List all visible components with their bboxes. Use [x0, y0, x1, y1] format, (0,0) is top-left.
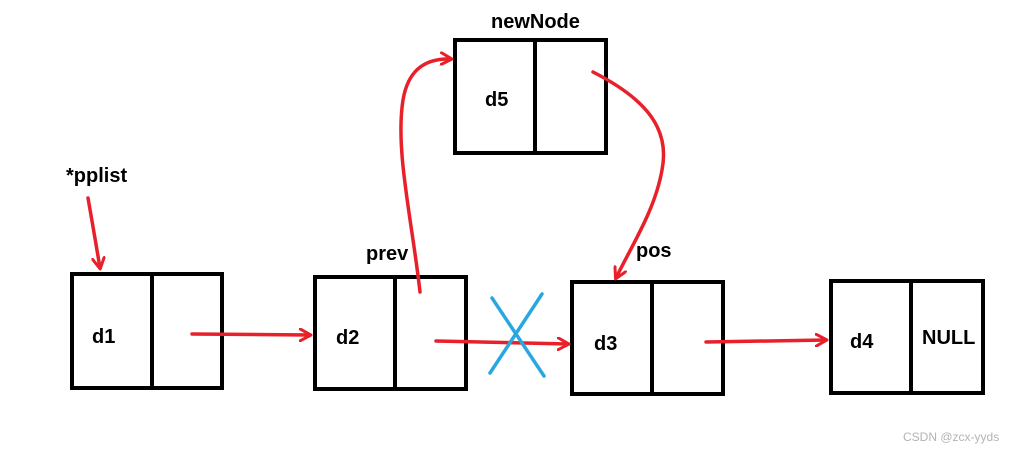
- arrow-d3-to-d4: [704, 340, 826, 342]
- node-d2-next-cell: [393, 275, 468, 391]
- node-d5-next-cell: [533, 38, 608, 155]
- node-d3: d3: [570, 280, 725, 396]
- node-d4: d4 NULL: [829, 279, 985, 395]
- newnode-label: newNode: [491, 11, 580, 33]
- arrow-d1-to-d2: [190, 334, 310, 335]
- arrow-d2-to-newnode: [399, 59, 451, 294]
- node-d1: d1: [70, 272, 224, 390]
- node-d1-next-cell: [150, 272, 224, 390]
- node-d4-next-label: NULL: [922, 327, 975, 349]
- node-d1-data-label: d1: [92, 326, 115, 348]
- node-d5-data-label: d5: [485, 89, 508, 111]
- pplist-arrow: [86, 196, 100, 268]
- pos-label: pos: [636, 240, 672, 262]
- arrow-newnode-to-d3: [591, 70, 666, 278]
- watermark-text: CSDN @zcx-yyds: [903, 430, 999, 444]
- node-d4-data-label: d4: [850, 331, 874, 353]
- node-d2-data-label: d2: [336, 327, 359, 349]
- break-link-cross-icon: [488, 292, 546, 378]
- prev-label: prev: [366, 243, 409, 265]
- node-d2: d2: [313, 275, 468, 391]
- node-d5: d5: [453, 38, 608, 155]
- node-d4-next-cell: [909, 279, 985, 395]
- arrow-d2-to-d3-old: [434, 341, 568, 344]
- node-d3-next-cell: [650, 280, 725, 396]
- pplist-label: *pplist: [66, 165, 127, 187]
- node-d3-data-label: d3: [594, 333, 617, 355]
